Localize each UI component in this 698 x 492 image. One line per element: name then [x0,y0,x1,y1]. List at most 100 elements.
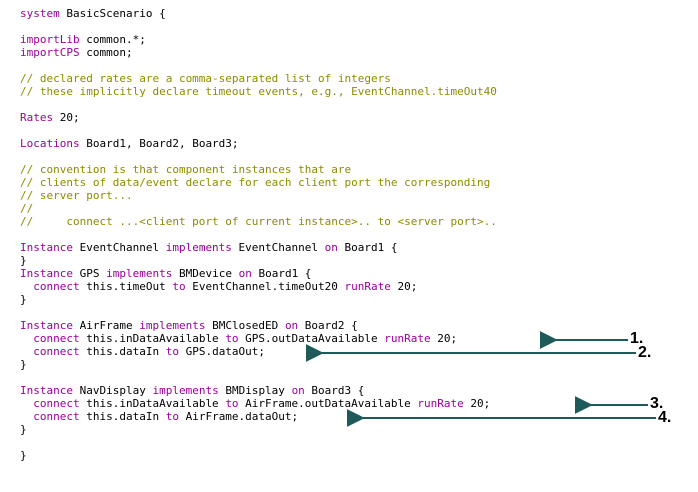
comment-token: // declared rates are a comma-separated … [20,72,391,85]
code-line: // connect ...<client port of current in… [20,215,497,228]
code-token: GPS.dataOut; [178,345,266,358]
code-token: EventChannel [72,241,166,254]
code-token: 20; [53,111,80,124]
code-token: GPS [72,267,107,280]
code-line: Locations Board1, Board2, Board3; [20,137,497,150]
code-line: // convention is that component instance… [20,163,497,176]
code-line: connect this.dataIn to AirFrame.dataOut; [20,410,497,423]
keyword-token: on [324,241,338,254]
keyword-token: on [291,384,305,397]
keyword-token: runRate [384,332,431,345]
code-token: common; [79,46,133,59]
code-token: GPS.outDataAvailable [238,332,385,345]
keyword-token: importCPS [20,46,80,59]
keyword-token: Instance [20,319,73,332]
keyword-token: implements [165,241,232,254]
code-token: AirFrame.outDataAvailable [238,397,418,410]
keyword-token: to [172,280,186,293]
code-token: AirFrame.dataOut; [178,410,299,423]
code-token: EventChannel [231,241,325,254]
code-token: BMDisplay [218,384,292,397]
comment-token: // these implicitly declare timeout even… [20,85,497,98]
code-line: importCPS common; [20,46,497,59]
comment-token: // clients of data/event declare for eac… [20,176,491,189]
keyword-token: connect [33,397,80,410]
comment-token: // convention is that component instance… [20,163,352,176]
code-line: Instance AirFrame implements BMClosedED … [20,319,497,332]
code-line: system BasicScenario { [20,7,497,20]
code-token: BasicScenario { [59,7,166,20]
code-line: importLib common.*; [20,33,497,46]
code-token: } [20,254,27,267]
code-line: // clients of data/event declare for eac… [20,176,497,189]
keyword-token: implements [152,384,219,397]
code-line: } [20,254,497,267]
keyword-token: on [284,319,299,332]
code-line: connect this.timeOut to EventChannel.tim… [20,280,497,293]
keyword-token: connect [33,410,80,423]
code-token: Board1 { [337,241,398,254]
keyword-token: connect [33,345,80,358]
keyword-token: Instance [20,267,73,280]
code-line: // declared rates are a comma-separated … [20,72,497,85]
code-token: common.*; [79,33,146,46]
callout-label-1: 1. [630,330,644,347]
code-token: this.dataIn [79,345,166,358]
code-token: this.timeOut [79,280,173,293]
keyword-token: system [20,7,60,20]
code-token: 20; [390,280,418,293]
code-token: this.inDataAvailable [79,332,226,345]
comment-token: // server port... [20,189,133,202]
code-token: } [20,423,27,436]
code-token: BMDevice [172,267,239,280]
code-listing: system BasicScenario { importLib common.*… [20,7,497,462]
comment-token: // [20,202,34,215]
code-line: // these implicitly declare timeout even… [20,85,497,98]
comment-token: // connect ...<client port of current in… [20,215,497,228]
keyword-token: to [165,410,179,423]
keyword-token: to [225,397,239,410]
code-token: this.inDataAvailable [79,397,226,410]
keyword-token: connect [33,280,80,293]
code-line: Instance NavDisplay implements BMDisplay… [20,384,497,397]
code-line: connect this.inDataAvailable to GPS.outD… [20,332,497,345]
code-token: } [20,293,27,306]
callout-label-3: 3. [650,395,664,412]
code-token: Board1, Board2, Board3; [79,137,239,150]
keyword-token: Instance [20,241,73,254]
code-token: } [20,358,27,371]
code-token: Board3 { [304,384,365,397]
keyword-token: Instance [20,384,73,397]
code-line: // [20,202,497,215]
keyword-token: on [238,267,252,280]
code-line: connect this.inDataAvailable to AirFrame… [20,397,497,410]
keyword-token: connect [33,332,80,345]
keyword-token: runRate [417,397,464,410]
code-token: 20; [463,397,491,410]
keyword-token: implements [106,267,173,280]
code-line: } [20,358,497,371]
keyword-token: Locations [20,137,80,150]
keyword-token: to [165,345,179,358]
code-token: 20; [430,332,458,345]
callout-label-2: 2. [638,344,652,361]
code-token: Board1 { [251,267,312,280]
code-token: EventChannel.timeOut20 [185,280,345,293]
code-token: AirFrame [72,319,140,332]
code-line: } [20,423,497,436]
code-line: } [20,293,497,306]
code-token: BMClosedED [205,319,285,332]
code-token: Board2 { [298,319,358,332]
code-line: } [20,449,497,462]
code-line: Rates 20; [20,111,497,124]
code-line: Instance GPS implements BMDevice on Boar… [20,267,497,280]
keyword-token: Rates [20,111,54,124]
code-token: this.dataIn [79,410,166,423]
code-token: } [20,449,27,462]
keyword-token: runRate [344,280,391,293]
code-line: Instance EventChannel implements EventCh… [20,241,497,254]
keyword-token: importLib [20,33,80,46]
code-line: // server port... [20,189,497,202]
code-token: NavDisplay [72,384,153,397]
